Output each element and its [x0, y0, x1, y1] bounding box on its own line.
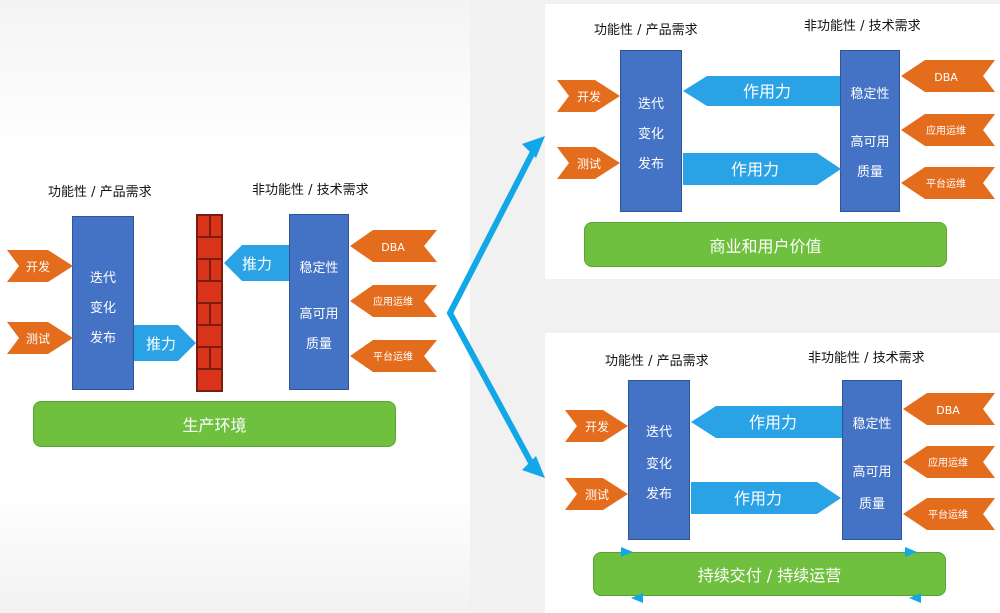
tr-dba-label: DBA	[934, 71, 958, 84]
br-force-right-arrow	[691, 482, 841, 514]
tr-test-arrow	[557, 147, 620, 179]
release-label: 发布	[89, 331, 116, 346]
br-platform-ops-arrow	[903, 498, 995, 530]
test-input-label: 测试	[26, 331, 50, 346]
br-dba-label: DBA	[936, 404, 960, 417]
br-delivery-label: 持续交付 / 持续运营	[697, 566, 842, 585]
br-quality-label: 质量	[858, 497, 885, 512]
test-input-arrow	[7, 322, 73, 354]
br-nonfunctional-header: 非功能性 / 技术需求	[808, 351, 925, 366]
tr-app-ops-label: 应用运维	[926, 124, 966, 137]
iteration-label: 迭代	[89, 271, 116, 286]
push-right-arrow	[134, 325, 196, 361]
iteration-box: 迭代 变化 发布	[72, 216, 134, 390]
dev-input-label: 开发	[26, 259, 50, 274]
br-iteration-label: 迭代	[645, 425, 672, 440]
dba-label: DBA	[381, 241, 405, 254]
tr-change-label: 变化	[637, 127, 664, 142]
br-cycle-top-right-head	[905, 547, 917, 557]
production-env-label: 生产环境	[182, 416, 247, 435]
top-right-arrows: 开发 测试 DBA 应用运维 平台运维 作用力 作用力	[557, 60, 995, 199]
quality-label: 质量	[305, 337, 332, 352]
br-stability-label: 稳定性	[852, 417, 892, 432]
nonfunctional-header: 非功能性 / 技术需求	[252, 183, 369, 198]
tr-iteration-label: 迭代	[637, 97, 664, 112]
tr-release-label: 发布	[637, 157, 664, 172]
app-ops-label: 应用运维	[373, 295, 413, 308]
change-label: 变化	[89, 301, 116, 316]
tr-iteration-box: 迭代 变化 发布	[620, 50, 682, 212]
platform-ops-arrow	[350, 340, 437, 372]
tr-dev-arrow	[557, 80, 620, 112]
tr-force-right-arrow	[683, 153, 841, 185]
tr-test-label: 测试	[577, 156, 601, 171]
br-force-left-arrow	[691, 406, 842, 438]
br-availability-label: 高可用	[852, 465, 892, 480]
br-dba-arrow	[903, 393, 995, 425]
stability-label: 稳定性	[299, 261, 339, 276]
tr-platform-ops-arrow	[901, 167, 995, 199]
dev-input-arrow	[7, 250, 73, 282]
tr-dev-label: 开发	[577, 89, 601, 104]
br-platform-ops-label: 平台运维	[928, 508, 968, 521]
br-test-label: 测试	[585, 487, 609, 502]
tr-nonfunctional-header: 非功能性 / 技术需求	[804, 19, 921, 34]
left-arrows: 开发 测试 DBA 应用运维 平台运维 推力 推力	[7, 230, 437, 372]
tr-force-right-label: 作用力	[731, 160, 779, 179]
bottom-right-arrows: 开发 测试 DBA 应用运维 平台运维 作用力 作用力	[565, 393, 995, 603]
push-right-label: 推力	[146, 335, 176, 353]
br-functional-header: 功能性 / 产品需求	[605, 354, 709, 369]
br-release-label: 发布	[645, 487, 672, 502]
availability-label: 高可用	[299, 307, 339, 322]
tr-functional-header: 功能性 / 产品需求	[594, 23, 698, 38]
br-force-left-label: 作用力	[749, 413, 797, 432]
br-app-ops-arrow	[903, 446, 995, 478]
tr-app-ops-arrow	[901, 114, 995, 146]
branch-connector	[446, 136, 545, 478]
push-left-label: 推力	[242, 255, 272, 273]
functional-header: 功能性 / 产品需求	[48, 185, 152, 200]
push-left-arrow	[224, 245, 289, 281]
dba-arrow	[350, 230, 437, 262]
platform-ops-label: 平台运维	[373, 350, 413, 363]
br-cycle-bottom-left-head	[631, 593, 643, 603]
connector-top-arrowhead	[522, 136, 545, 158]
tr-force-left-label: 作用力	[743, 82, 791, 101]
tr-force-left-arrow	[683, 76, 840, 106]
br-iteration-box: 迭代 变化 发布	[628, 380, 690, 540]
connector-line	[446, 146, 538, 472]
connector-bottom-arrowhead	[522, 456, 545, 478]
br-force-right-label: 作用力	[734, 489, 782, 508]
br-test-arrow	[565, 478, 628, 510]
brick-wall	[196, 214, 223, 392]
tr-quality-label: 质量	[856, 165, 883, 180]
tr-stability-label: 稳定性	[850, 87, 890, 102]
tr-dba-arrow	[901, 60, 995, 92]
br-delivery-bar: 持续交付 / 持续运营	[593, 552, 946, 596]
br-stability-box: 稳定性 高可用 质量	[842, 380, 902, 540]
production-env-bar: 生产环境	[33, 401, 396, 447]
tr-value-bar: 商业和用户价值	[584, 222, 947, 267]
br-cycle-top-left-head	[621, 547, 633, 557]
br-cycle-bottom-right-head	[909, 593, 921, 603]
tr-availability-label: 高可用	[850, 135, 890, 150]
br-dev-label: 开发	[585, 419, 609, 434]
stability-box: 稳定性 高可用 质量	[289, 214, 349, 390]
tr-platform-ops-label: 平台运维	[926, 177, 966, 190]
tr-value-label: 商业和用户价值	[709, 236, 822, 256]
tr-stability-box: 稳定性 高可用 质量	[840, 50, 900, 212]
br-change-label: 变化	[645, 457, 672, 472]
br-dev-arrow	[565, 410, 628, 442]
br-app-ops-label: 应用运维	[928, 456, 968, 469]
app-ops-arrow	[350, 285, 437, 317]
